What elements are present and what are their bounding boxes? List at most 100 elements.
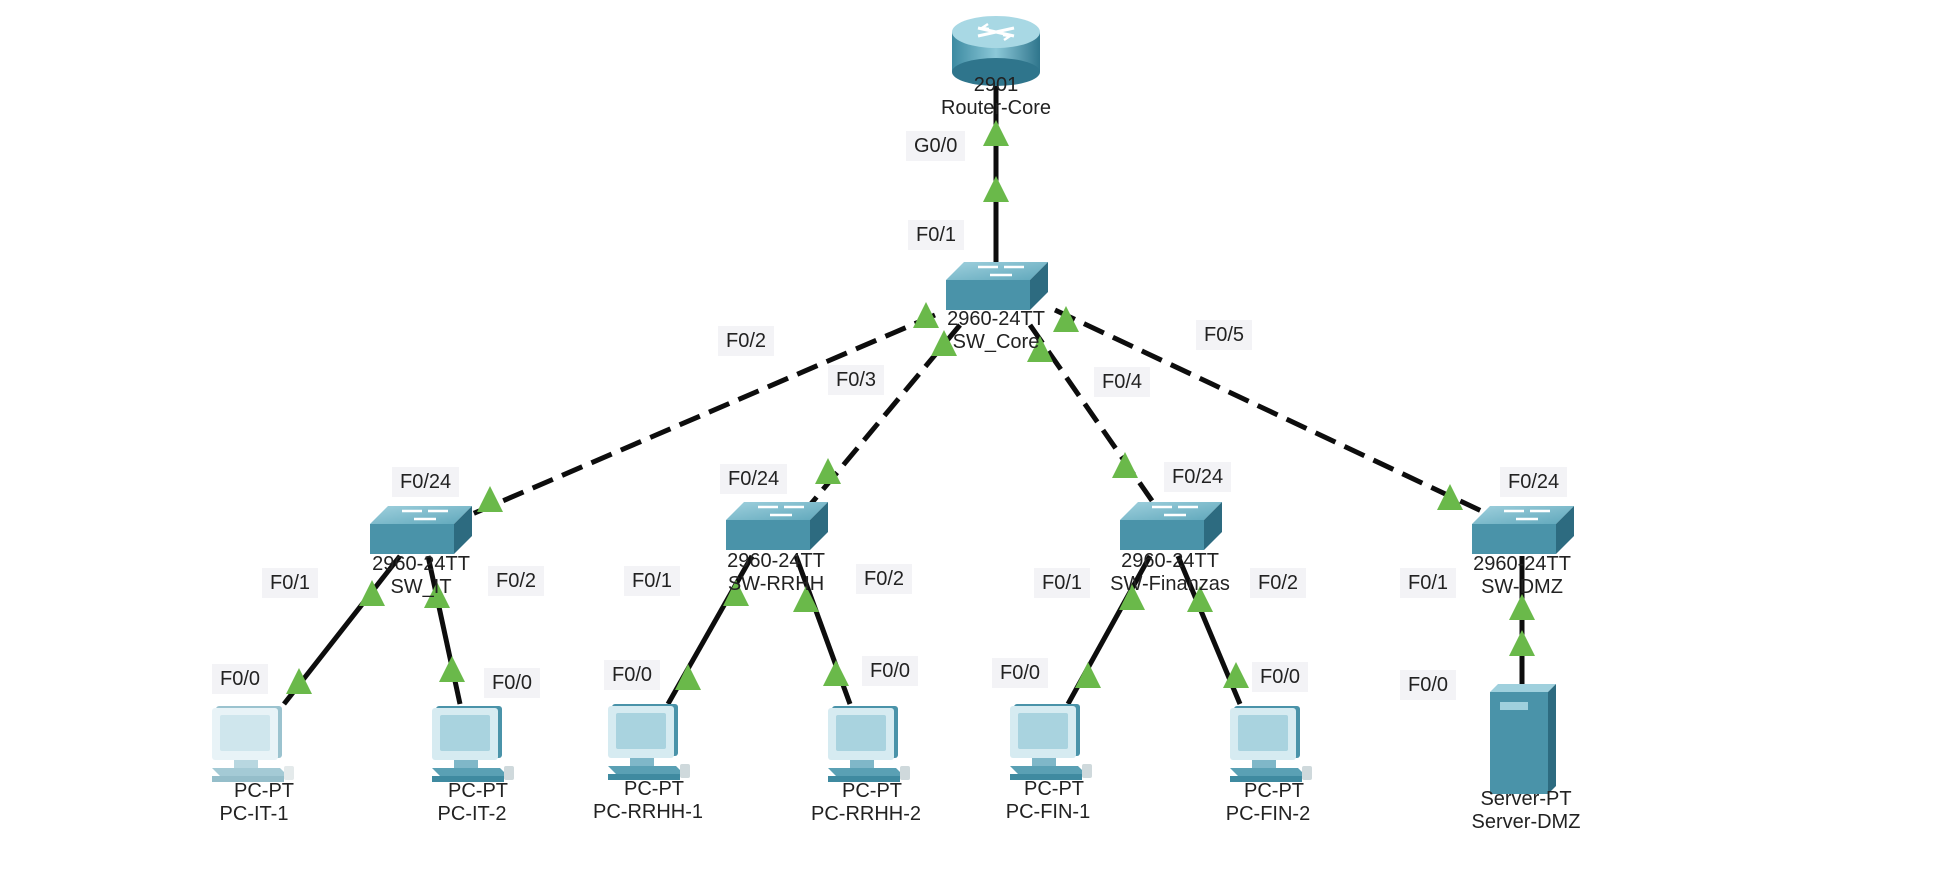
device-name: PC-IT-2 [437, 803, 507, 825]
link-up-icon [1075, 662, 1101, 688]
device-model: Server-PT [1480, 788, 1572, 810]
device-name: PC-RRHH-1 [593, 801, 703, 823]
port-label-rrhh-f02: F0/2 [856, 564, 913, 594]
switch-icon[interactable] [726, 502, 828, 550]
device-model: 2960-24TT [947, 308, 1045, 330]
link-up-icon [1187, 586, 1213, 612]
device-model: 2960-24TT [372, 553, 470, 575]
pc-icon[interactable] [1010, 704, 1092, 780]
port-label-it1-f00: F0/0 [212, 664, 269, 694]
device-name: PC-IT-1 [219, 803, 289, 825]
pc-icon[interactable] [608, 704, 690, 780]
link-up-icon [286, 668, 312, 694]
device-label-pc-fin-1: PC-PT PC-FIN-1 [928, 778, 1168, 824]
link-up-icon [1509, 594, 1535, 620]
port-label-it-f024: F0/24 [392, 467, 460, 497]
link-up-icon [983, 176, 1009, 202]
pc-icon[interactable] [212, 706, 294, 782]
port-label-rrhh1-f00: F0/0 [604, 660, 661, 690]
link-up-icon [1027, 336, 1053, 362]
port-label-core-f05: F0/5 [1196, 320, 1253, 350]
link-up-icon [477, 486, 503, 512]
device-label-pc-rrhh-1: PC-PT PC-RRHH-1 [528, 778, 768, 824]
link-up-icon [1437, 484, 1463, 510]
port-label-fin1-f00: F0/0 [992, 658, 1049, 688]
switch-icon[interactable] [946, 262, 1048, 310]
device-label-router-core: 2901 Router-Core [876, 74, 1116, 120]
device-name: SW-Finanzas [1110, 573, 1230, 595]
device-label-sw-rrhh: 2960-24TT SW-RRHH [656, 550, 896, 596]
link-up-icon [1053, 306, 1079, 332]
device-name: PC-RRHH-2 [811, 803, 921, 825]
router-icon[interactable] [952, 16, 1040, 86]
link-swcore-swfin[interactable] [1027, 323, 1158, 507]
link-up-icon [424, 582, 450, 608]
link-status-layer [286, 120, 1535, 694]
port-label-fin-f01: F0/1 [1034, 568, 1091, 598]
port-label-fin2-f00: F0/0 [1252, 662, 1309, 692]
pc-icon[interactable] [828, 706, 910, 782]
link-up-icon [675, 664, 701, 690]
device-model: PC-PT [234, 780, 294, 802]
link-up-icon [983, 120, 1009, 146]
device-name: SW-RRHH [727, 573, 825, 595]
link-up-icon [1223, 662, 1249, 688]
port-label-core-f04: F0/4 [1094, 367, 1151, 397]
device-model: PC-PT [1244, 780, 1304, 802]
device-name: PC-FIN-1 [1005, 801, 1091, 823]
device-model: PC-PT [624, 778, 684, 800]
device-name: SW_IT [390, 576, 452, 598]
links-layer [282, 80, 1525, 706]
device-label-sw-dmz: 2960-24TT SW-DMZ [1402, 553, 1642, 599]
port-label-server-f00: F0/0 [1400, 670, 1457, 700]
device-label-pc-it-1: PC-PT PC-IT-1 [134, 780, 374, 826]
link-swcore-swit[interactable] [469, 312, 936, 518]
port-label-rrhh-f01: F0/1 [624, 566, 681, 596]
device-label-server-dmz: Server-PT Server-DMZ [1406, 788, 1646, 834]
switch-icon[interactable] [1472, 506, 1574, 554]
device-model: 2901 [973, 74, 1019, 96]
link-up-icon [931, 330, 957, 356]
port-label-rrhh2-f00: F0/0 [862, 656, 919, 686]
server-icon[interactable] [1490, 684, 1556, 794]
switch-icon[interactable] [1120, 502, 1222, 550]
device-label-pc-fin-2: PC-PT PC-FIN-2 [1148, 780, 1388, 826]
port-label-fin-f024: F0/24 [1164, 462, 1232, 492]
port-label-it-f02: F0/2 [488, 566, 545, 596]
port-label-dmz-f01: F0/1 [1400, 568, 1457, 598]
link-up-icon [793, 586, 819, 612]
port-label-core-f01: F0/1 [908, 220, 965, 250]
port-label-it2-f00: F0/0 [484, 668, 541, 698]
port-label-dmz-f024: F0/24 [1500, 467, 1568, 497]
link-up-icon [439, 656, 465, 682]
device-model: PC-PT [842, 780, 902, 802]
link-up-icon [1509, 630, 1535, 656]
device-name: Server-DMZ [1471, 811, 1581, 833]
device-model: 2960-24TT [1121, 550, 1219, 572]
link-up-icon [815, 458, 841, 484]
port-label-it-f01: F0/1 [262, 568, 319, 598]
device-name: SW_Core [952, 331, 1040, 353]
device-name: Router-Core [940, 97, 1052, 119]
link-up-icon [823, 660, 849, 686]
link-up-icon [913, 302, 939, 328]
link-up-icon [1119, 584, 1145, 610]
device-label-sw-core: 2960-24TT SW_Core [876, 308, 1116, 354]
pc-icon[interactable] [1230, 706, 1312, 782]
device-label-pc-it-2: PC-PT PC-IT-2 [352, 780, 592, 826]
link-up-icon [1112, 452, 1138, 478]
switch-icon[interactable] [370, 506, 472, 554]
device-label-sw-finanzas: 2960-24TT SW-Finanzas [1050, 550, 1290, 596]
port-label-core-f03: F0/3 [828, 365, 885, 395]
link-up-icon [723, 580, 749, 606]
link-up-icon [359, 580, 385, 606]
device-name: PC-FIN-2 [1225, 803, 1311, 825]
pc-icon[interactable] [432, 706, 514, 782]
link-swcore-swdmz[interactable] [1053, 307, 1492, 518]
device-model: PC-PT [448, 780, 508, 802]
port-label-core-f02: F0/2 [718, 326, 775, 356]
device-model: 2960-24TT [727, 550, 825, 572]
device-label-sw-it: 2960-24TT SW_IT [301, 553, 541, 599]
device-model: PC-PT [1024, 778, 1084, 800]
